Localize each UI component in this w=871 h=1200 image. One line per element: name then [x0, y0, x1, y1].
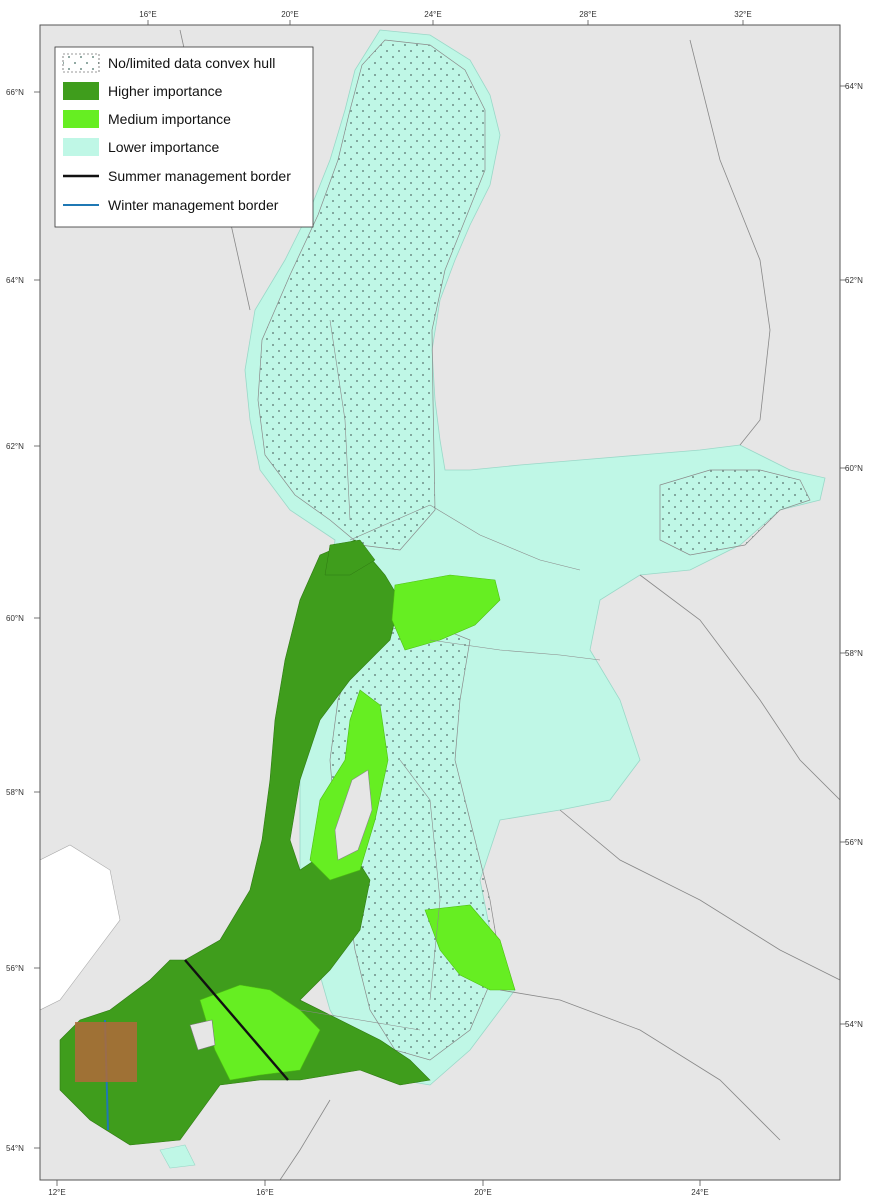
tick-label: 16°E	[139, 10, 156, 19]
tick-label: 62°N	[845, 276, 863, 285]
medium-importance-east	[424, 904, 516, 991]
bornholm-island	[189, 1019, 216, 1051]
higher-importance-north	[324, 539, 376, 576]
top-axis-ticks: 16°E 20°E 24°E 28°E 32°E	[139, 10, 752, 25]
south-bay	[159, 1144, 196, 1169]
legend-label-lower: Lower importance	[108, 139, 219, 155]
higher-importance-area	[59, 539, 431, 1146]
medium-importance-gotland	[309, 689, 389, 881]
tick-label: 58°N	[845, 649, 863, 658]
legend-label-higher: Higher importance	[108, 83, 223, 99]
no-data-hull-east	[659, 469, 811, 556]
tick-label: 56°N	[845, 838, 863, 847]
study-area-box	[75, 1022, 137, 1082]
summer-management-border	[184, 959, 289, 1081]
tick-label: 12°E	[48, 1188, 65, 1197]
eez-lines	[299, 319, 601, 1031]
tick-label: 54°N	[845, 1020, 863, 1029]
tick-label: 20°E	[474, 1188, 491, 1197]
country-borders	[179, 29, 840, 1180]
right-axis-ticks: 64°N 62°N 60°N 58°N 56°N 54°N	[840, 82, 863, 1029]
legend-swatch-higher	[63, 82, 99, 100]
legend-label-medium: Medium importance	[108, 111, 231, 127]
medium-importance-aland	[391, 574, 501, 651]
tick-label: 20°E	[281, 10, 298, 19]
tick-label: 28°E	[579, 10, 596, 19]
legend-box	[54, 46, 314, 228]
legend: No/limited data convex hull Higher impor…	[54, 46, 314, 228]
tick-label: 64°N	[845, 82, 863, 91]
denmark-region	[40, 844, 121, 1011]
medium-importance-south	[199, 984, 321, 1081]
tick-label: 60°N	[845, 464, 863, 473]
map-frame	[39, 24, 841, 1181]
legend-swatch-medium	[63, 110, 99, 128]
legend-swatch-lower	[63, 138, 99, 156]
bottom-axis-ticks: 12°E 16°E 20°E 24°E	[48, 1180, 709, 1197]
tick-label: 24°E	[424, 10, 441, 19]
legend-label-no-data: No/limited data convex hull	[108, 55, 275, 71]
legend-swatch-dots	[62, 53, 100, 73]
left-axis-ticks: 66°N 64°N 62°N 60°N 58°N 56°N 54°N	[6, 88, 40, 1153]
tick-label: 64°N	[6, 276, 24, 285]
tick-label: 62°N	[6, 442, 24, 451]
legend-label-winter: Winter management border	[108, 197, 279, 213]
tick-label: 66°N	[6, 88, 24, 97]
legend-label-summer: Summer management border	[108, 168, 291, 184]
tick-label: 54°N	[6, 1144, 24, 1153]
tick-label: 58°N	[6, 788, 24, 797]
gotland-island	[334, 769, 373, 861]
tick-label: 24°E	[691, 1188, 708, 1197]
tick-label: 32°E	[734, 10, 751, 19]
tick-label: 56°N	[6, 964, 24, 973]
tick-label: 60°N	[6, 614, 24, 623]
tick-label: 16°E	[256, 1188, 273, 1197]
